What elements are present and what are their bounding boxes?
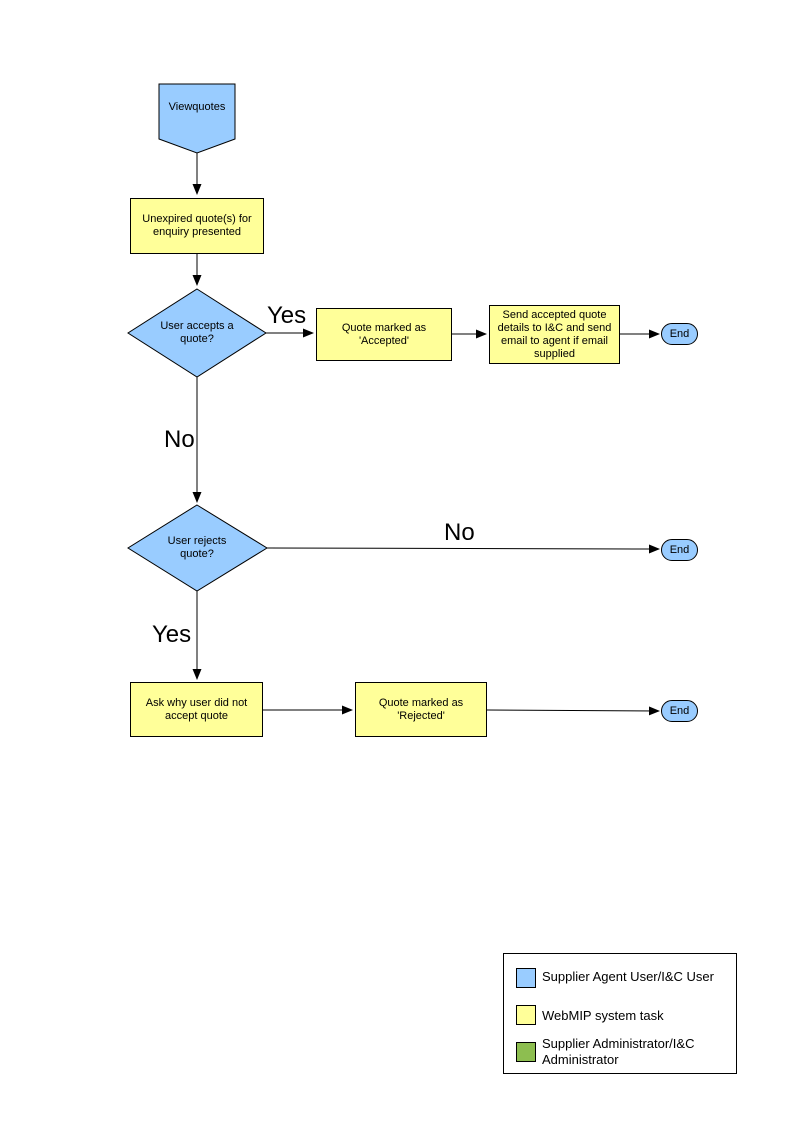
- legend-swatch-supplier-administrator: [516, 1042, 536, 1062]
- process-send-accepted-details: Send accepted quote details to I&C and s…: [489, 305, 620, 364]
- legend-swatch-webmip-system-task: [516, 1005, 536, 1025]
- process-unexpired-quotes: Unexpired quote(s) for enquiry presented: [130, 198, 264, 254]
- edge-label-rejects-yes: Yes: [152, 621, 192, 648]
- decision-accepts-label: User accepts a quote?: [160, 320, 234, 345]
- legend-label-supplier-administrator: Supplier Administrator/I&C Administrator: [542, 1036, 695, 1067]
- arrow-rejects-no-to-end2: [266, 544, 660, 554]
- process-quote-marked-rejected: Quote marked as 'Rejected': [355, 682, 487, 737]
- process-ask-why-not-accept: Ask why user did not accept quote: [130, 682, 263, 737]
- start-pentagon-shape: [158, 83, 236, 154]
- legend-swatch-supplier-agent-user: [516, 968, 536, 988]
- end-terminator-accepted: End: [661, 323, 698, 345]
- end-terminator-no-reject: End: [661, 539, 698, 561]
- legend-box: Supplier Agent User/I&C User WebMIP syst…: [503, 953, 737, 1074]
- decision-rejects-label: User rejects quote?: [167, 535, 227, 560]
- edge-label-accepts-yes: Yes: [267, 302, 307, 329]
- arrow-rejected-to-end3: [486, 706, 660, 716]
- start-node-label: Viewquotes: [168, 100, 226, 113]
- legend-label-supplier-agent-user: Supplier Agent User/I&C User: [542, 969, 714, 984]
- process-quote-marked-accepted: Quote marked as 'Accepted': [316, 308, 452, 361]
- edge-label-rejects-no: No: [444, 519, 475, 546]
- legend-label-webmip-system-task: WebMIP system task: [542, 1008, 664, 1023]
- end-terminator-rejected: End: [661, 700, 698, 722]
- edge-label-accepts-no: No: [164, 426, 195, 453]
